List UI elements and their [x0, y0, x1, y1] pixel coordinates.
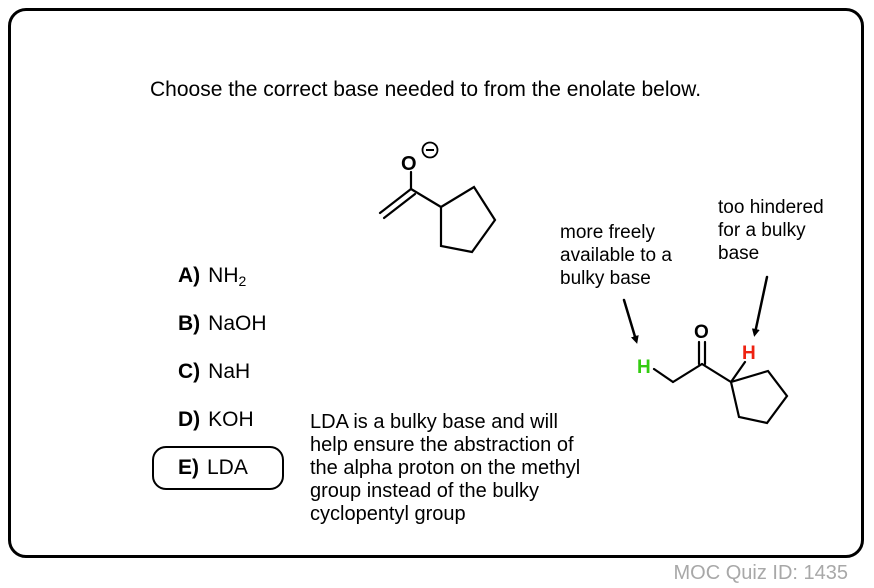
methyl-h-bond	[652, 367, 675, 384]
quiz-id-footer: MOC Quiz ID: 1435	[673, 562, 848, 584]
enolate-double-bond-a	[378, 187, 413, 215]
option-c[interactable]: C)NaH	[178, 360, 251, 383]
negative-charge-icon	[421, 141, 439, 159]
selected-answer-box	[152, 446, 284, 490]
ketone-cyclopentyl-ring	[729, 369, 789, 425]
ring-proton: H	[742, 343, 756, 364]
enolate-cyclopentyl-ring	[439, 185, 497, 254]
enolate-double-bond-b	[382, 192, 417, 220]
enolate-ring-bond	[409, 187, 443, 209]
option-b[interactable]: B)NaOH	[178, 312, 267, 335]
option-e[interactable]: E)LDA	[178, 456, 248, 479]
carbonyl-ring-bond	[700, 362, 733, 384]
option-a[interactable]: A)NH2	[178, 264, 247, 289]
explanation-text: LDA is a bulky base and will help ensure…	[310, 411, 581, 525]
note-freely-available: more freely available to a bulky base	[560, 222, 672, 289]
quiz-card	[8, 8, 864, 558]
question-text: Choose the correct base needed to from t…	[150, 78, 702, 101]
ring-h-bond	[729, 360, 747, 384]
ketone-oxygen: O	[694, 322, 709, 343]
methyl-proton: H	[637, 357, 651, 378]
arrow-to-methyl-h	[622, 298, 639, 344]
arrow-to-ring-h	[751, 275, 769, 337]
enolate-oxygen: O	[401, 153, 417, 175]
option-d[interactable]: D)KOH	[178, 408, 254, 431]
note-too-hindered: too hindered for a bulky base	[718, 197, 824, 264]
alpha-ch2-bond	[671, 362, 704, 384]
